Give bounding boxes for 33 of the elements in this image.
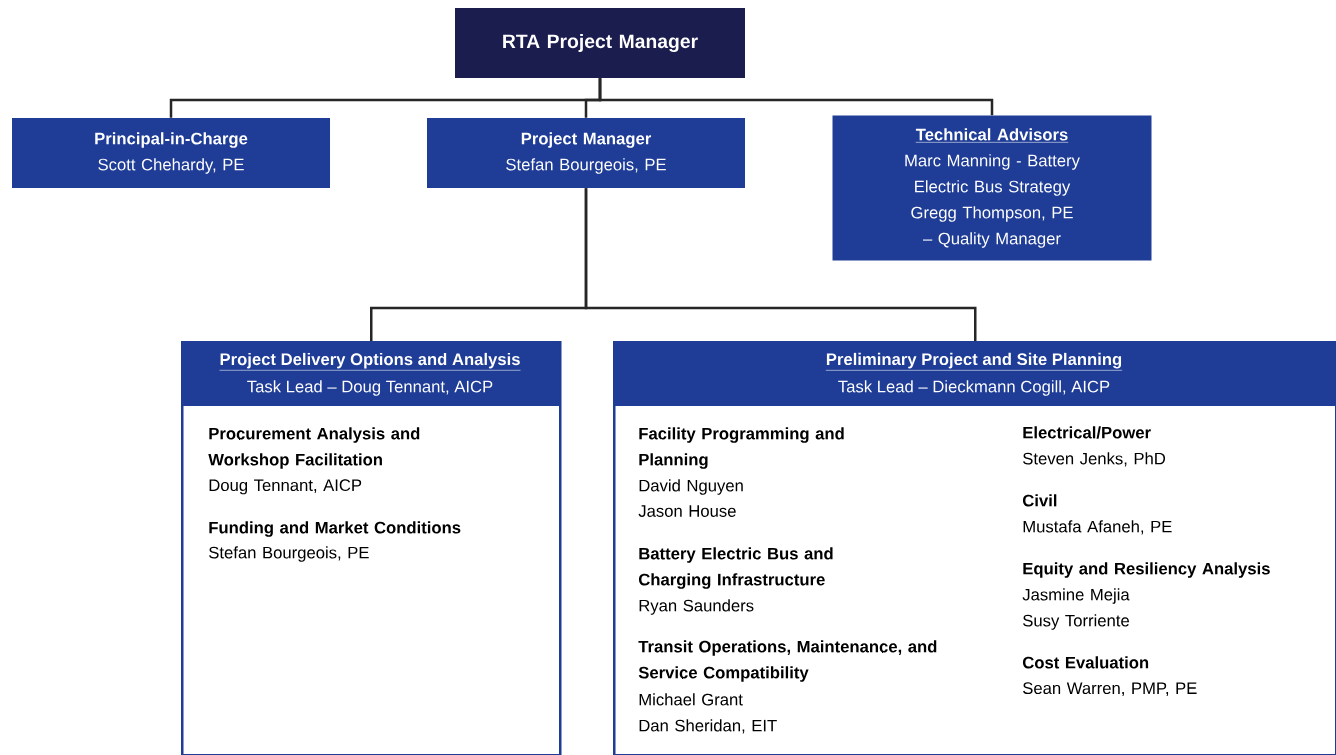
role-heading: Funding and Market Conditions [209,521,461,537]
person-name: David Nguyen [639,479,743,495]
task-panel [613,341,1336,755]
task-panel [181,341,562,755]
person-name: Steven Jenks, PhD [1023,452,1166,467]
person-name: Doug Tennant, AICP [209,479,362,495]
person-name: Sean Warren, PMP, PE [1023,682,1197,697]
person-name: Dan Sheridan, EIT [639,719,777,734]
role-heading: Transit Operations, Maintenance, and Service Compatibility [638,640,937,682]
panel-heading: Preliminary Project and Site Planning [825,352,1123,371]
role-heading: Cost Evaluation [1022,656,1149,669]
role-box: Project Manager Stefan Bourgeois, PE [427,118,745,188]
person-name: Stefan Bourgeois, PE [209,546,369,562]
role-heading: Facility Programming and Planning [639,427,844,469]
task-lead-text: Task Lead – Dieckmann Cogill, AICP [838,380,1110,396]
role-heading: Procurement Analysis and Workshop Facilitation [208,427,420,469]
role-box: RTA Project Manager [455,8,745,78]
role-heading: Civil [1022,494,1057,507]
person-name: Jasmine Mejia [1022,588,1130,604]
role-heading: Electrical/Power [1023,426,1151,439]
connector-line [598,78,994,116]
person-name: Michael Grant [639,693,743,706]
role-heading: Battery Electric Bus and Charging Infrastructure [638,547,833,589]
task-lead-text: Task Lead – Doug Tennant, AICP [247,380,493,396]
person-name: Susy Torriente [1023,614,1129,630]
role-box: Technical Advisors Marc Manning - Battery Electric Bus Strategy Gregg Thompson, PE – Quality Manager [832,115,1152,261]
person-name: Mustafa Afaneh, PE [1023,520,1172,535]
role-heading: Equity and Resiliency Analysis [1023,562,1270,578]
role-box: Principal-in-Charge Scott Chehardy, PE [12,118,330,188]
person-name: Jason House [638,505,736,517]
connector-line [584,188,977,341]
person-name: Ryan Saunders [639,599,754,615]
panel-heading: Project Delivery Options and Analysis [219,352,521,371]
